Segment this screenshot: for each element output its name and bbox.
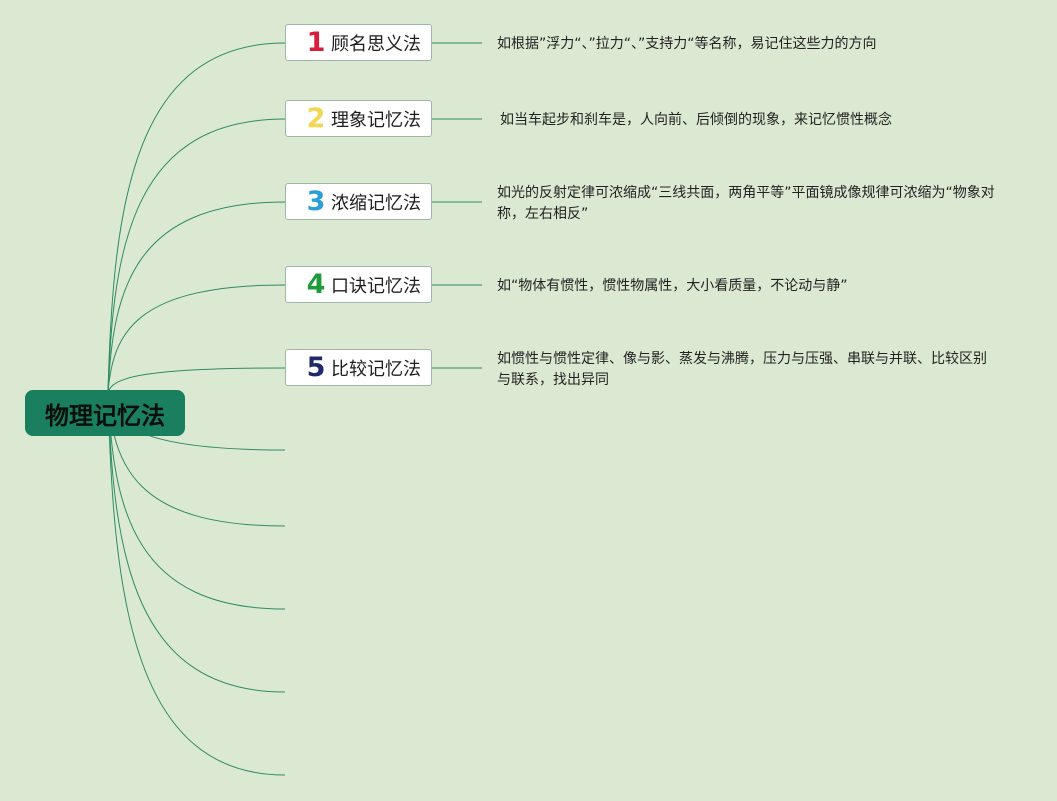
branch-connector-5 xyxy=(107,367,286,393)
method-label-1: 顾名思义法 xyxy=(331,33,421,55)
branch-connector-1 xyxy=(107,42,286,393)
number-badge-5: 5 xyxy=(306,352,326,383)
method-label-4: 口诀记忆法 xyxy=(331,275,421,297)
root-label: 物理记忆法 xyxy=(45,401,165,430)
method-label-2: 理象记忆法 xyxy=(331,109,421,131)
branch-connector-9 xyxy=(107,391,286,693)
method-desc-2: 如当车起步和刹车是，人向前、后倾倒的现象，来记忆惯性概念 xyxy=(500,112,892,128)
method-node-4[interactable]: 4 口诀记忆法 xyxy=(285,266,432,303)
method-desc-4: 如“物体有惯性，惯性物属性，大小看质量，不论动与静” xyxy=(497,278,848,294)
method-node-1[interactable]: 1 顾名思义法 xyxy=(285,24,432,61)
branch-connector-10 xyxy=(107,391,286,776)
number-badge-4: 4 xyxy=(306,269,326,300)
method-desc-5: 如惯性与惯性定律、像与影、蒸发与沸腾，压力与压强、串联与并联、比较区别与联系，找… xyxy=(497,351,987,388)
method-label-3: 浓缩记忆法 xyxy=(331,192,421,214)
method-label-5: 比较记忆法 xyxy=(331,358,421,380)
root-node[interactable]: 物理记忆法 xyxy=(25,390,185,436)
method-node-5[interactable]: 5 比较记忆法 xyxy=(285,349,432,386)
method-node-3[interactable]: 3 浓缩记忆法 xyxy=(285,183,432,220)
number-badge-3: 3 xyxy=(306,186,326,217)
number-badge-1: 1 xyxy=(306,27,326,58)
number-badge-2: 2 xyxy=(306,103,326,134)
method-desc-3: 如光的反射定律可浓缩成“三线共面，两角平等”平面镜成像规律可浓缩为“物象对称，左… xyxy=(497,185,995,222)
branch-connector-4 xyxy=(107,284,286,393)
method-desc-1: 如根据”浮力“、”拉力“、”支持力“等名称，易记住这些力的方向 xyxy=(497,36,877,52)
branch-connector-3 xyxy=(107,201,286,393)
branch-connector-2 xyxy=(107,118,286,393)
method-node-2[interactable]: 2 理象记忆法 xyxy=(285,100,432,137)
branch-connector-8 xyxy=(107,391,286,610)
